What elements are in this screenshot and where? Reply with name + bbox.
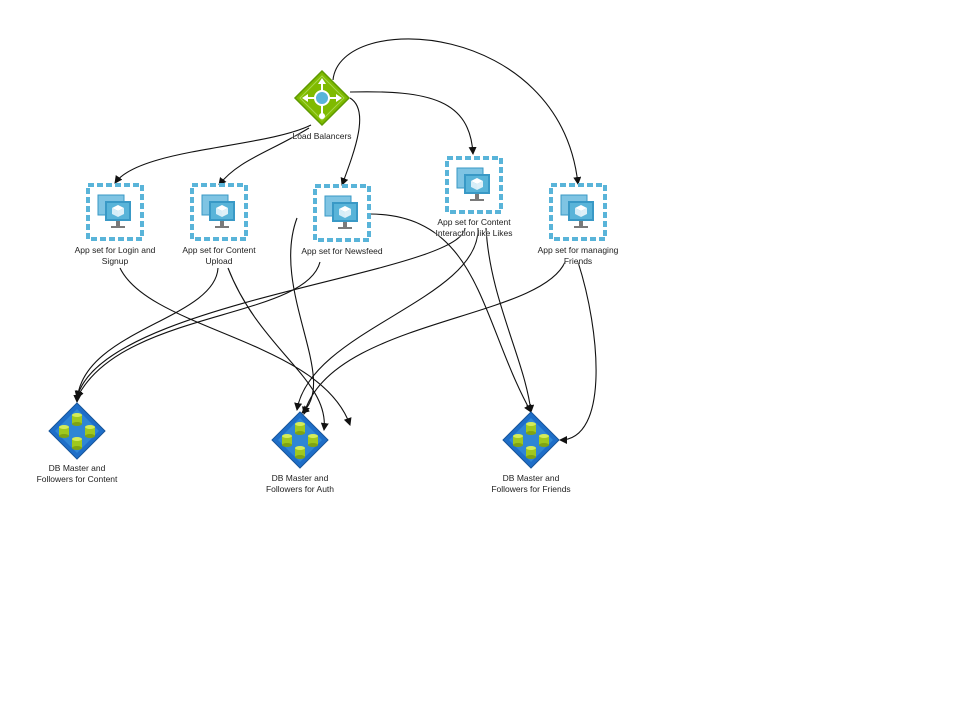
connector-lb-to-app_interaction bbox=[349, 91, 477, 155]
vm-scale-set-icon bbox=[190, 183, 248, 241]
connector-lb-to-app_login bbox=[114, 124, 312, 184]
vm-scale-set-icon bbox=[86, 183, 144, 241]
connector-layer bbox=[73, 38, 597, 444]
connector-lb-to-app_friends bbox=[332, 38, 582, 185]
node-label-line: Friends bbox=[563, 256, 593, 266]
node-label-line: Followers for Auth bbox=[265, 484, 335, 494]
node-layer bbox=[48, 69, 607, 469]
vm-scale-set-icon bbox=[549, 183, 607, 241]
node-label-line: DB Master and bbox=[271, 473, 329, 483]
vm-scale-set-icon bbox=[445, 156, 503, 214]
vm-scale-set-icon bbox=[313, 184, 371, 242]
db-cluster-icon bbox=[48, 402, 106, 460]
node-label-line: DB Master and bbox=[502, 473, 560, 483]
connector-app_interaction-to-db_content bbox=[74, 227, 466, 399]
node-label-app_newsfeed: App set for Newsfeed bbox=[301, 246, 382, 257]
connector-app_friends-to-db_auth bbox=[302, 261, 566, 415]
node-label-lb: Load Balancers bbox=[292, 131, 351, 142]
db-cluster-icon bbox=[502, 411, 560, 469]
node-label-line: App set for managing bbox=[537, 245, 619, 255]
node-label-line: Followers for Content bbox=[36, 474, 118, 484]
connector-app_newsfeed-to-db_auth bbox=[290, 217, 315, 414]
db-cluster-icon bbox=[271, 411, 329, 469]
connector-app_interaction-to-db_friends bbox=[485, 227, 535, 413]
node-label-line: Upload bbox=[205, 256, 233, 266]
node-label-line: DB Master and bbox=[48, 463, 106, 473]
node-label-line: Followers for Friends bbox=[491, 484, 571, 494]
connector-app_upload-to-db_content bbox=[73, 267, 219, 403]
node-label-line: Interaction like Likes bbox=[435, 228, 513, 238]
connector-app_upload-to-db_auth bbox=[227, 267, 329, 431]
node-label-line: App set for Content bbox=[182, 245, 256, 255]
connector-app_friends-to-db_friends bbox=[559, 261, 597, 444]
connector-lb-to-app_newsfeed bbox=[340, 97, 361, 186]
connector-app_login-to-db_auth bbox=[119, 267, 352, 426]
load-balancer-icon bbox=[293, 69, 351, 127]
node-label-line: App set for Content bbox=[437, 217, 511, 227]
node-label-line: Load Balancers bbox=[292, 131, 352, 141]
connector-app_newsfeed-to-db_friends bbox=[369, 213, 532, 413]
node-label-line: App set for Newsfeed bbox=[301, 246, 383, 256]
node-label-line: App set for Login and bbox=[74, 245, 156, 255]
connector-app_interaction-to-db_auth bbox=[294, 227, 479, 411]
connector-lb-to-app_upload bbox=[218, 127, 310, 186]
node-label-line: Signup bbox=[101, 256, 129, 266]
connector-app_newsfeed-to-db_content bbox=[76, 261, 321, 399]
